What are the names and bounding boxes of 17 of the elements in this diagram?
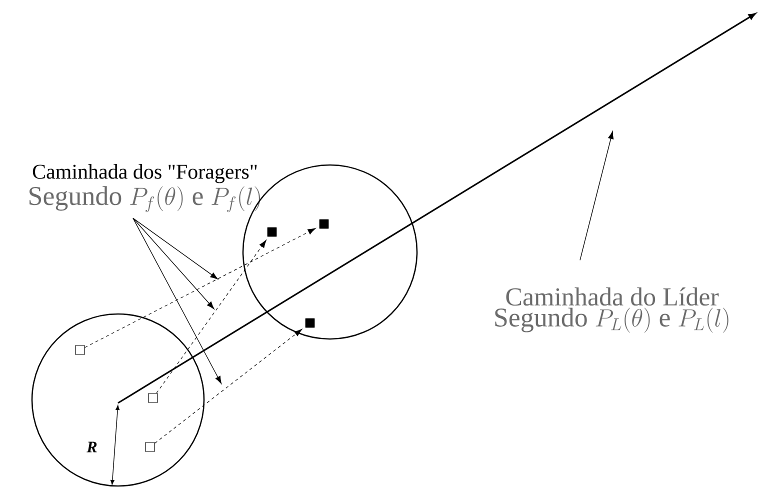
dashed-arrow (84, 228, 316, 348)
open-square (145, 442, 155, 452)
open-square (75, 345, 85, 355)
filled-square (319, 219, 329, 229)
leader-arrow (132, 218, 214, 310)
dimension-label: R (86, 442, 97, 452)
leader-arrow (580, 131, 614, 261)
filled-square (305, 318, 315, 328)
leader-arrow (132, 218, 222, 384)
open-square (148, 393, 158, 403)
filled-square (267, 227, 277, 237)
dashed-arrow (156, 240, 266, 394)
dashed-arrow (154, 329, 302, 444)
circle (31, 313, 205, 487)
text-label: Caminhada dos "Foragers" $\text{Segundo } P_f(\theta) \text{ e } P_f(l)$ (30, 164, 260, 212)
text-label: Caminhada do Líder $\text{Segundo } P_L(\theta) \text{ e } P_L(l)$ (495, 287, 728, 333)
leader-arrow (132, 218, 218, 280)
